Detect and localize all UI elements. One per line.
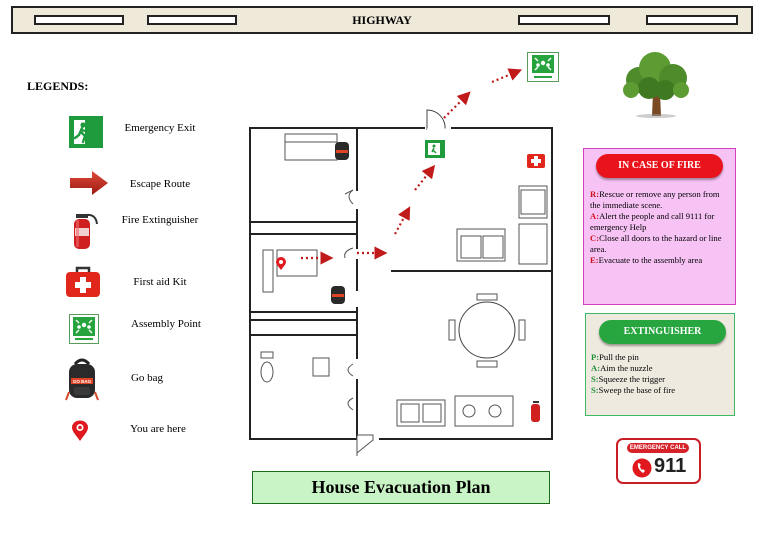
fire-extinguisher-icon — [66, 210, 100, 254]
assembly-point-icon — [527, 52, 559, 86]
extinguisher-instructions-panel: EXTINGUISHER P:Pull the pin A:Aim the nu… — [585, 313, 735, 416]
lane-marking — [518, 15, 610, 25]
extinguisher-step: P:Pull the pin — [591, 352, 639, 362]
legend-label-escape-route: Escape Route — [129, 178, 191, 190]
lane-marking — [646, 15, 738, 25]
go-bag-icon — [335, 142, 349, 160]
phone-icon — [632, 458, 652, 478]
location-pin-icon — [71, 420, 89, 446]
fire-step: R:Rescue or remove any person from the i… — [590, 189, 720, 210]
fire-steps: R:Rescue or remove any person from the i… — [590, 189, 732, 266]
extinguisher-step: A:Aim the nuzzle — [591, 363, 653, 373]
extinguisher-step: S:Sweep the base of fire — [591, 385, 676, 395]
legend-label-you-are-here: You are here — [130, 423, 186, 435]
fire-extinguisher-icon — [531, 401, 540, 422]
escape-route-path — [443, 68, 523, 119]
location-pin-icon — [276, 257, 286, 270]
floor-plan — [249, 126, 553, 441]
legend-label-go-bag: Go bag — [130, 372, 164, 384]
tree-icon — [619, 50, 694, 122]
go-bag-icon — [331, 286, 345, 304]
emergency-call-label: EMERGENCY CALL — [627, 443, 689, 453]
highway-label: HIGHWAY — [352, 13, 412, 27]
emergency-exit-icon — [69, 116, 103, 152]
arrow-right-icon — [70, 171, 108, 199]
legend-label-first-aid-kit: First aid Kit — [133, 276, 187, 288]
extinguisher-step: S:Squeeze the trigger — [591, 374, 665, 384]
highway: HIGHWAY — [11, 6, 753, 34]
extinguisher-title: EXTINGUISHER — [599, 320, 726, 344]
lane-marking — [34, 15, 124, 25]
emergency-call-badge: EMERGENCY CALL 911 — [616, 438, 701, 484]
go-bag-tag: GO BAG — [73, 379, 92, 384]
lane-marking — [147, 15, 237, 25]
first-aid-kit-icon — [65, 266, 101, 302]
fire-step: C:Close all doors to the hazard or line … — [590, 233, 722, 254]
legend-label-fire-extinguisher: Fire Extinguisher — [121, 214, 199, 226]
legends-title: LEGENDS: — [27, 79, 89, 93]
legend-label-assembly-point: Assembly Point — [131, 318, 201, 330]
floor-plan-fixtures — [260, 109, 548, 456]
fire-instructions-panel: IN CASE OF FIRE R:Rescue or remove any p… — [583, 148, 736, 305]
emergency-number: 911 — [654, 455, 687, 477]
assembly-point-icon — [69, 314, 99, 348]
first-aid-kit-icon — [527, 154, 545, 168]
page-title: House Evacuation Plan — [252, 471, 550, 504]
go-bag-icon: GO BAG — [64, 356, 100, 406]
fire-step: A:Alert the people and call 9111 for eme… — [590, 211, 715, 232]
legend-label-emergency-exit: Emergency Exit — [124, 122, 196, 134]
extinguisher-steps: P:Pull the pin A:Aim the nuzzle S:Squeez… — [591, 352, 731, 396]
emergency-exit-icon — [425, 140, 445, 158]
fire-title: IN CASE OF FIRE — [596, 154, 723, 178]
fire-step: E:Evacuate to the assembly area — [590, 255, 703, 265]
